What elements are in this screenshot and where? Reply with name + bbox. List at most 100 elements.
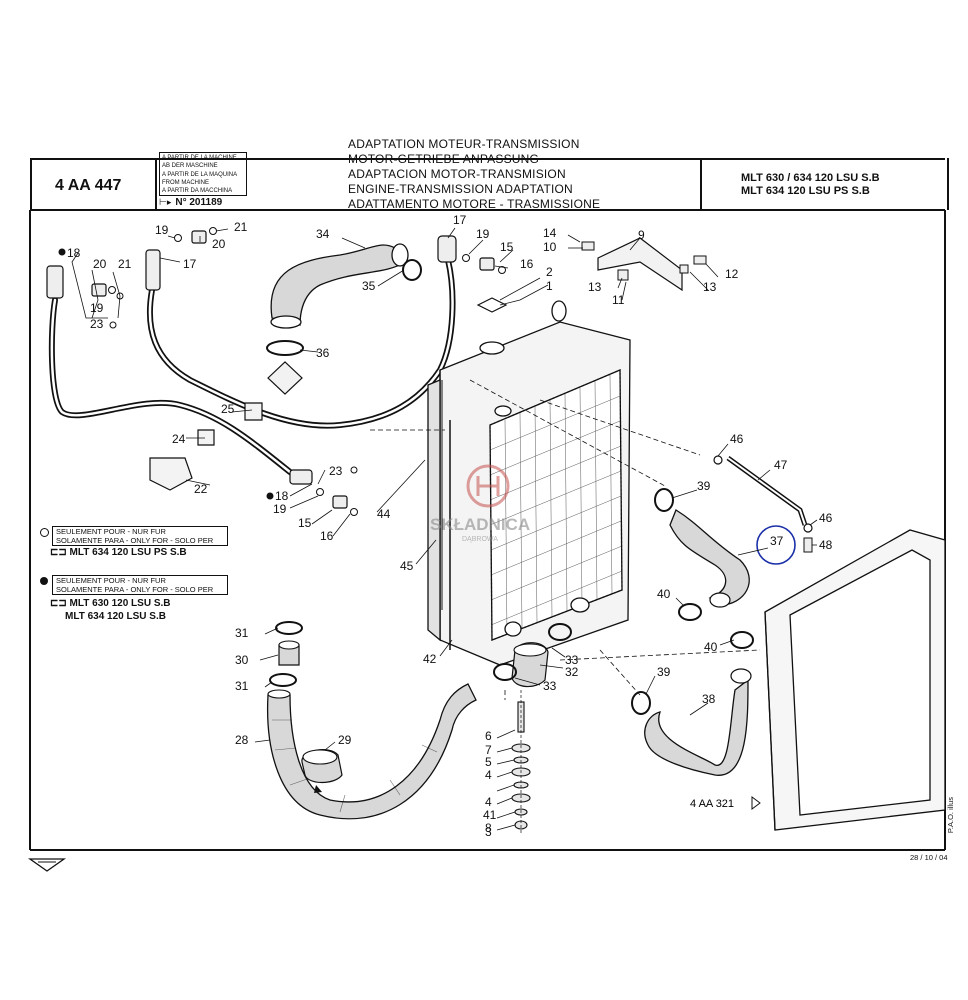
callout-17b: 17 <box>453 213 467 227</box>
hose-fitting <box>145 249 161 291</box>
callout-34: 34 <box>316 227 330 241</box>
from-machine-line: A PARTIR DE LA MACHINE <box>162 155 237 161</box>
note-model: MLT 634 120 LSU PS S.B <box>69 547 187 558</box>
radiator <box>427 300 631 666</box>
hose-clamp-33 <box>548 623 572 641</box>
callout-19c: 19 <box>476 227 490 241</box>
callout-40b: 40 <box>704 640 718 654</box>
drawing-date: 28 / 10 / 04 <box>910 853 948 862</box>
hose-clamp-31 <box>275 621 303 635</box>
callout-39b: 39 <box>657 665 671 679</box>
callout-32: 32 <box>565 665 579 679</box>
bracket-9 <box>597 237 683 292</box>
callout-37: 37 <box>770 534 784 548</box>
open-circle-icon <box>350 466 358 474</box>
callout-12: 12 <box>725 267 739 281</box>
callout-10: 10 <box>543 240 557 254</box>
callout-36: 36 <box>316 346 330 360</box>
callout-14: 14 <box>543 226 557 240</box>
callout-16: 16 <box>520 257 534 271</box>
header-frame <box>30 158 945 212</box>
cross-reference: 4 AA 321 <box>690 798 734 810</box>
note-line: SOLAMENTE PARA - ONLY FOR - SOLO PER <box>56 536 214 545</box>
watermark-city: DĄBROWA <box>462 536 498 543</box>
filled-circle-icon <box>40 577 48 585</box>
model-line: MLT 630 / 634 120 LSU S.B <box>741 172 880 184</box>
filled-circle-icon <box>266 492 274 500</box>
bracket-22 <box>149 457 193 491</box>
callout-13: 13 <box>588 280 602 294</box>
from-machine-line: FROM MACHINE <box>162 179 209 186</box>
models-list: MLT 630 / 634 120 LSU S.B MLT 634 120 LS… <box>741 172 880 198</box>
coolant-hose-34 <box>270 244 406 326</box>
callout-48: 48 <box>819 538 833 552</box>
thermostat-housing <box>267 361 303 395</box>
models-cell <box>700 158 949 210</box>
serial-number: 201189 <box>189 197 223 208</box>
tube-47 <box>726 455 808 526</box>
callout-28: 28 <box>235 733 249 747</box>
from-machine-line: AB DER MASCHINE <box>162 163 218 170</box>
hose-clamp-36 <box>266 340 304 356</box>
serial-prefix: N° <box>175 197 187 208</box>
watermark <box>466 464 510 508</box>
note-model: MLT 630 120 LSU S.B <box>69 598 171 609</box>
serial-number-row: ⊢▸N° 201189 <box>159 197 222 208</box>
hydraulic-hose-left <box>48 297 293 475</box>
hose-clamp-31b <box>269 673 297 687</box>
model-line: MLT 634 120 LSU PS S.B <box>741 185 870 197</box>
title-block: ADAPTATION MOTEUR-TRANSMISSION MOTOR-GET… <box>348 137 600 212</box>
note-box: SEULEMENT POUR - NUR FUR SOLAMENTE PARA … <box>52 575 228 595</box>
callout-4b: 4 <box>485 795 492 809</box>
callout-18b: 18 <box>275 489 289 503</box>
ref-cell <box>30 158 157 210</box>
o-ring-46 <box>713 455 723 465</box>
watermark-brand: SKŁADNICA <box>430 515 530 534</box>
callout-45: 45 <box>400 559 414 573</box>
title-en: ENGINE-TRANSMISSION ADAPTATION <box>348 182 573 196</box>
title-it: ADATTAMENTO MOTORE - TRASMISSIONE <box>348 197 601 211</box>
callout-6: 6 <box>485 729 492 743</box>
note-model-row: ⊏⊐ MLT 630 120 LSU S.B <box>50 598 171 610</box>
note-line: SEULEMENT POUR - NUR FUR <box>56 527 166 536</box>
callout-35: 35 <box>362 279 376 293</box>
callout-23: 23 <box>90 317 104 331</box>
callout-19: 19 <box>90 301 104 315</box>
callout-labels: 1 2 3 4 4 5 6 7 8 9 10 11 12 13 13 14 15… <box>67 213 833 839</box>
hose-clamp-39 <box>654 488 674 512</box>
filled-circle-icon <box>58 248 66 256</box>
callout-31b: 31 <box>235 679 249 693</box>
hose-clamp-40 <box>678 603 702 621</box>
leader-lines <box>71 227 818 831</box>
hose-clamp-39b <box>631 691 651 715</box>
callout-38: 38 <box>702 692 716 706</box>
callout-2: 2 <box>546 265 553 279</box>
hose-clamp-40b <box>730 631 754 649</box>
cap-gasket-2 <box>476 297 508 313</box>
callout-17: 17 <box>183 257 197 271</box>
adapter-fitting <box>191 230 207 244</box>
callout-42: 42 <box>423 652 437 666</box>
callout-40: 40 <box>657 587 671 601</box>
o-ring-46 <box>803 523 813 533</box>
callout-24: 24 <box>172 432 186 446</box>
callout-11: 11 <box>612 293 625 307</box>
bracket-25 <box>244 402 263 421</box>
title-es: ADAPTACION MOTOR-TRANSMISION <box>348 167 566 181</box>
from-machine-box: A PARTIR DE LA MACHINE AB DER MASCHINE A… <box>159 152 247 196</box>
note-line: SOLAMENTE PARA - ONLY FOR - SOLO PER <box>56 585 214 594</box>
hose-clamp-33b <box>493 663 517 681</box>
callout-19d: 19 <box>273 502 287 516</box>
callout-23b: 23 <box>329 464 343 478</box>
callout-18: 18 <box>67 246 81 260</box>
hose-clamp-35 <box>402 259 422 281</box>
callout-1: 1 <box>546 279 553 293</box>
bracket-icon: ⊏⊐ <box>50 547 70 558</box>
arrow-right-icon: ⊢▸ <box>159 197 172 207</box>
note-line: SEULEMENT POUR - NUR FUR <box>56 576 166 585</box>
callout-22: 22 <box>194 482 208 496</box>
callout-39: 39 <box>697 479 711 493</box>
callout-15b: 15 <box>298 516 312 530</box>
callout-21b: 21 <box>234 220 248 234</box>
adapter-fitting <box>91 283 107 297</box>
